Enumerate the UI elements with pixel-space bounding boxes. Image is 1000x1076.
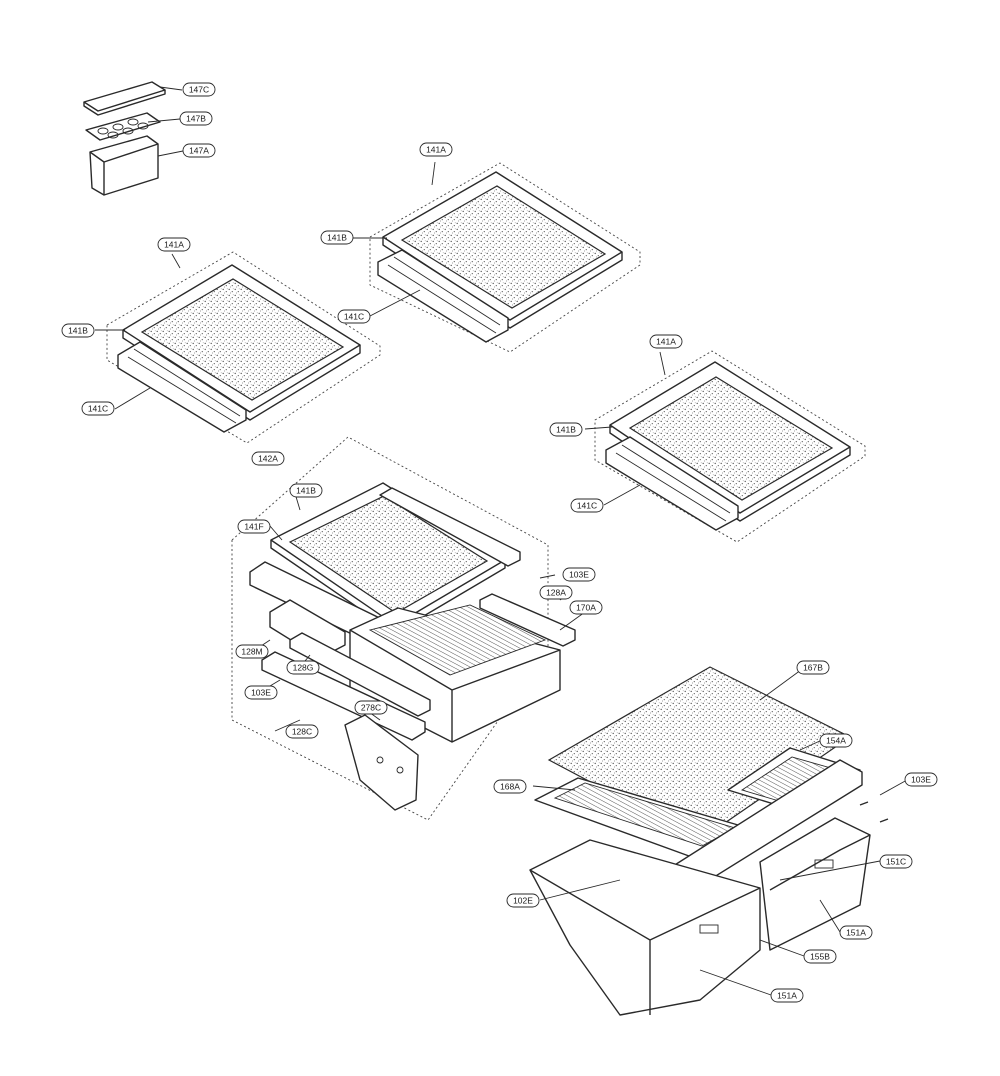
callout-151a-left: 151A — [770, 988, 804, 1003]
callout-128c-text: 128C — [292, 727, 312, 737]
callout-167b: 167B — [796, 660, 830, 675]
callout-141b-right: 141B — [549, 422, 583, 437]
callout-151a-left-text: 151A — [777, 991, 797, 1001]
callout-141b-left: 141B — [61, 323, 95, 338]
callout-128m: 128M — [235, 644, 269, 659]
callout-151a-right: 151A — [839, 925, 873, 940]
callout-141b-slide-text: 141B — [296, 486, 316, 496]
callout-170a-text: 170A — [576, 603, 596, 613]
callout-278c-text: 278C — [361, 703, 381, 713]
callout-141a-right: 141A — [649, 334, 683, 349]
callout-103e-slide-text: 103E — [569, 570, 589, 580]
callout-151c-text: 151C — [886, 857, 906, 867]
callout-141a-top: 141A — [419, 142, 453, 157]
callout-128g: 128G — [286, 660, 320, 675]
callout-147c: 147C — [182, 82, 216, 97]
callout-141c-left: 141C — [81, 401, 115, 416]
callout-141c-left-text: 141C — [88, 404, 108, 414]
callout-142a-text: 142A — [258, 454, 278, 464]
callout-103e-rail: 103E — [244, 685, 278, 700]
callout-147a: 147A — [182, 143, 216, 158]
callout-154a: 154A — [819, 733, 853, 748]
callout-278c: 278C — [354, 700, 388, 715]
callout-142a: 142A — [251, 451, 285, 466]
callout-128c: 128C — [285, 724, 319, 739]
callout-141c-right-text: 141C — [577, 501, 597, 511]
callout-168a: 168A — [493, 779, 527, 794]
callout-147c-text: 147C — [189, 85, 209, 95]
callout-103e-slide: 103E — [562, 567, 596, 582]
callout-103e-crisper: 103E — [904, 772, 938, 787]
callout-128a-text: 128A — [546, 588, 566, 598]
callout-128m-text: 128M — [241, 647, 262, 657]
callout-155b: 155B — [803, 949, 837, 964]
shelf-left — [106, 251, 381, 444]
callout-167b-text: 167B — [803, 663, 823, 673]
callout-128a: 128A — [539, 585, 573, 600]
egg-tray-assembly — [83, 81, 166, 196]
callout-102e-text: 102E — [513, 896, 533, 906]
callout-141b-left-text: 141B — [68, 326, 88, 336]
callout-141b-slide: 141B — [289, 483, 323, 498]
sliding-shelf-assembly — [231, 436, 576, 821]
callout-141b-right-text: 141B — [556, 425, 576, 435]
callout-168a-text: 168A — [500, 782, 520, 792]
callout-128g-text: 128G — [293, 663, 314, 673]
callout-147a-text: 147A — [189, 146, 209, 156]
callout-141c-top: 141C — [337, 309, 371, 324]
leader-lines — [95, 86, 908, 996]
callout-151c: 151C — [879, 854, 913, 869]
shelf-right — [594, 350, 866, 543]
callout-141a-left-text: 141A — [164, 240, 184, 250]
callout-147b-text: 147B — [186, 114, 206, 124]
callout-151a-right-text: 151A — [846, 928, 866, 938]
callout-labels: 147C 147B 147A 141A 141B 141C 141A 141B … — [61, 82, 938, 1003]
callout-141a-right-text: 141A — [656, 337, 676, 347]
callout-102e: 102E — [506, 893, 540, 908]
callout-103e-rail-text: 103E — [251, 688, 271, 698]
crisper-assembly — [529, 666, 889, 1016]
callout-141a-top-text: 141A — [426, 145, 446, 155]
callout-155b-text: 155B — [810, 952, 830, 962]
callout-147b: 147B — [179, 111, 213, 126]
callout-170a: 170A — [569, 600, 603, 615]
shelf-top-center — [369, 162, 641, 353]
callout-141a-left: 141A — [157, 237, 191, 252]
callout-141f-text: 141F — [244, 522, 263, 532]
callout-141b-top: 141B — [320, 230, 354, 245]
callout-141c-right: 141C — [570, 498, 604, 513]
callout-103e-crisper-text: 103E — [911, 775, 931, 785]
callout-141c-top-text: 141C — [344, 312, 364, 322]
callout-154a-text: 154A — [826, 736, 846, 746]
callout-141f: 141F — [237, 519, 271, 534]
callout-141b-top-text: 141B — [327, 233, 347, 243]
